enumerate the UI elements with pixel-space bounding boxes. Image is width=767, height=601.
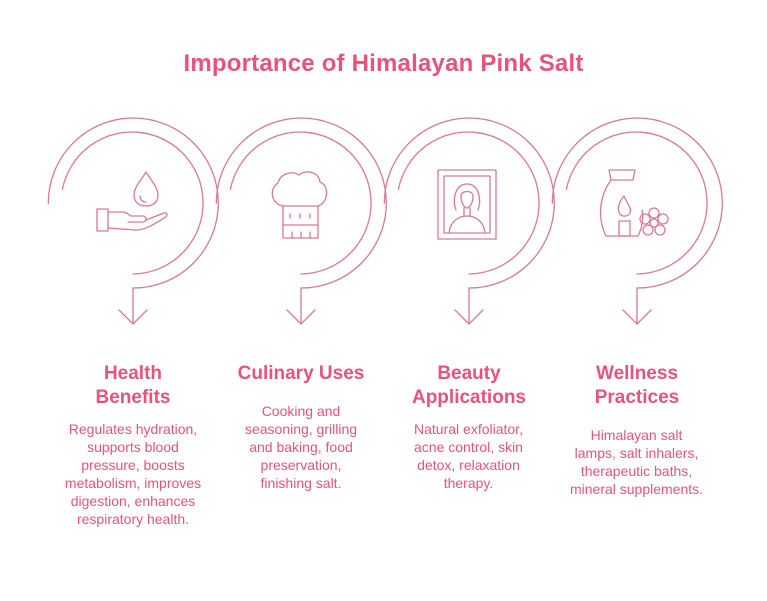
circle-3 [383,117,555,325]
item-heading: Health Benefits [95,363,171,408]
item-description: Natural exfoliator, acne control, skin d… [414,421,523,491]
circle-1 [47,117,219,325]
item-description: Himalayan salt lamps, salt inhalers, the… [569,427,704,497]
item-culinary-uses: Culinary Uses Cooking and seasoning, gri… [226,362,376,492]
item-health-benefits: Health Benefits Regulates hydration, sup… [58,362,208,528]
item-description: Regulates hydration, supports blood pres… [64,421,202,527]
hand-water-drop-icon [96,171,168,232]
circle-4 [551,117,723,325]
item-heading: Culinary Uses [237,363,365,384]
item-wellness-practices: Wellness Practices Himalayan salt lamps,… [562,362,712,498]
salt-lamp-flower-icon [599,169,669,237]
item-beauty-applications: Beauty Applications Natural exfoliator, … [394,362,544,492]
item-description: Cooking and seasoning, grilling and baki… [244,403,358,491]
item-heading: Wellness Practices [594,363,680,408]
circle-2 [215,117,387,325]
chef-hat-icon [271,171,328,239]
page-title: Importance of Himalayan Pink Salt [183,50,584,77]
framed-portrait-icon [437,169,497,240]
item-heading: Beauty Applications [411,363,526,408]
